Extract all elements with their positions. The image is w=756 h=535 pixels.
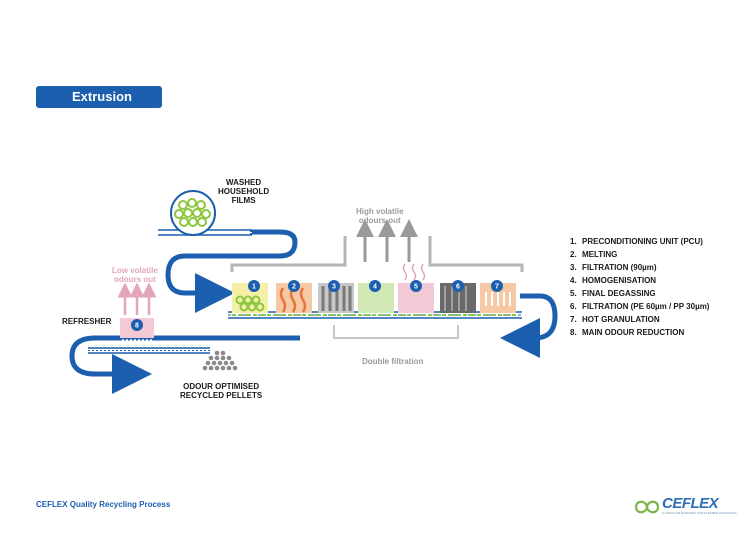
badge-3: 3	[328, 280, 340, 292]
svg-text:7: 7	[495, 284, 499, 291]
svg-text:6: 6	[456, 284, 460, 291]
svg-text:2: 2	[292, 284, 296, 291]
section-title: Extrusion	[36, 86, 162, 108]
flow-line-return	[500, 293, 558, 358]
badge-2: 2	[288, 280, 300, 292]
footer-caption: CEFLEX Quality Recycling Process	[36, 500, 171, 509]
badge-7: 7	[491, 280, 503, 292]
legend-item: 8.MAIN ODOUR REDUCTION	[570, 328, 685, 337]
film-pellets-icon	[174, 198, 211, 227]
flow-line	[165, 229, 298, 313]
svg-text:8: 8	[135, 323, 139, 330]
legend-item: 6.FILTRATION (PE 60µm / PP 30µm)	[570, 302, 710, 311]
svg-text:5: 5	[414, 284, 418, 291]
badge-6: 6	[452, 280, 464, 292]
legend-item: 3.FILTRATION (90µm)	[570, 263, 657, 272]
double-filtration-label: Double filtration	[362, 357, 424, 366]
legend-item: 5.FINAL DEGASSING	[570, 289, 656, 298]
legend-item: 4.HOMOGENISATION	[570, 276, 657, 285]
step-legend: 1.PRECONDITIONING UNIT (PCU) 2.MELTING 3…	[570, 238, 709, 342]
flow-line-lower	[69, 335, 300, 394]
legend-item: 2.MELTING	[570, 250, 618, 259]
ceflex-logo-icon	[634, 500, 660, 514]
legend-item: 7.HOT GRANULATION	[570, 315, 660, 324]
badge-5: 5	[410, 280, 422, 292]
logo-text: CEFLEX	[662, 495, 719, 512]
svg-text:3: 3	[332, 284, 336, 291]
badge-4: 4	[369, 280, 381, 292]
legend-item: 1.PRECONDITIONING UNIT (PCU)	[570, 237, 703, 246]
double-filtration-bracket	[333, 325, 459, 339]
svg-text:4: 4	[373, 284, 377, 291]
pellet-pile-icon	[202, 350, 238, 371]
high-volatile-hood	[230, 236, 524, 272]
badge-1: 1	[248, 280, 260, 292]
logo-subtitle: A CIRCULAR ECONOMY FOR FLEXIBLE PACKAGIN…	[662, 511, 737, 515]
refresher-label: REFRESHER	[62, 317, 112, 326]
badge-8: 8	[131, 319, 143, 331]
svg-text:1: 1	[252, 284, 256, 291]
